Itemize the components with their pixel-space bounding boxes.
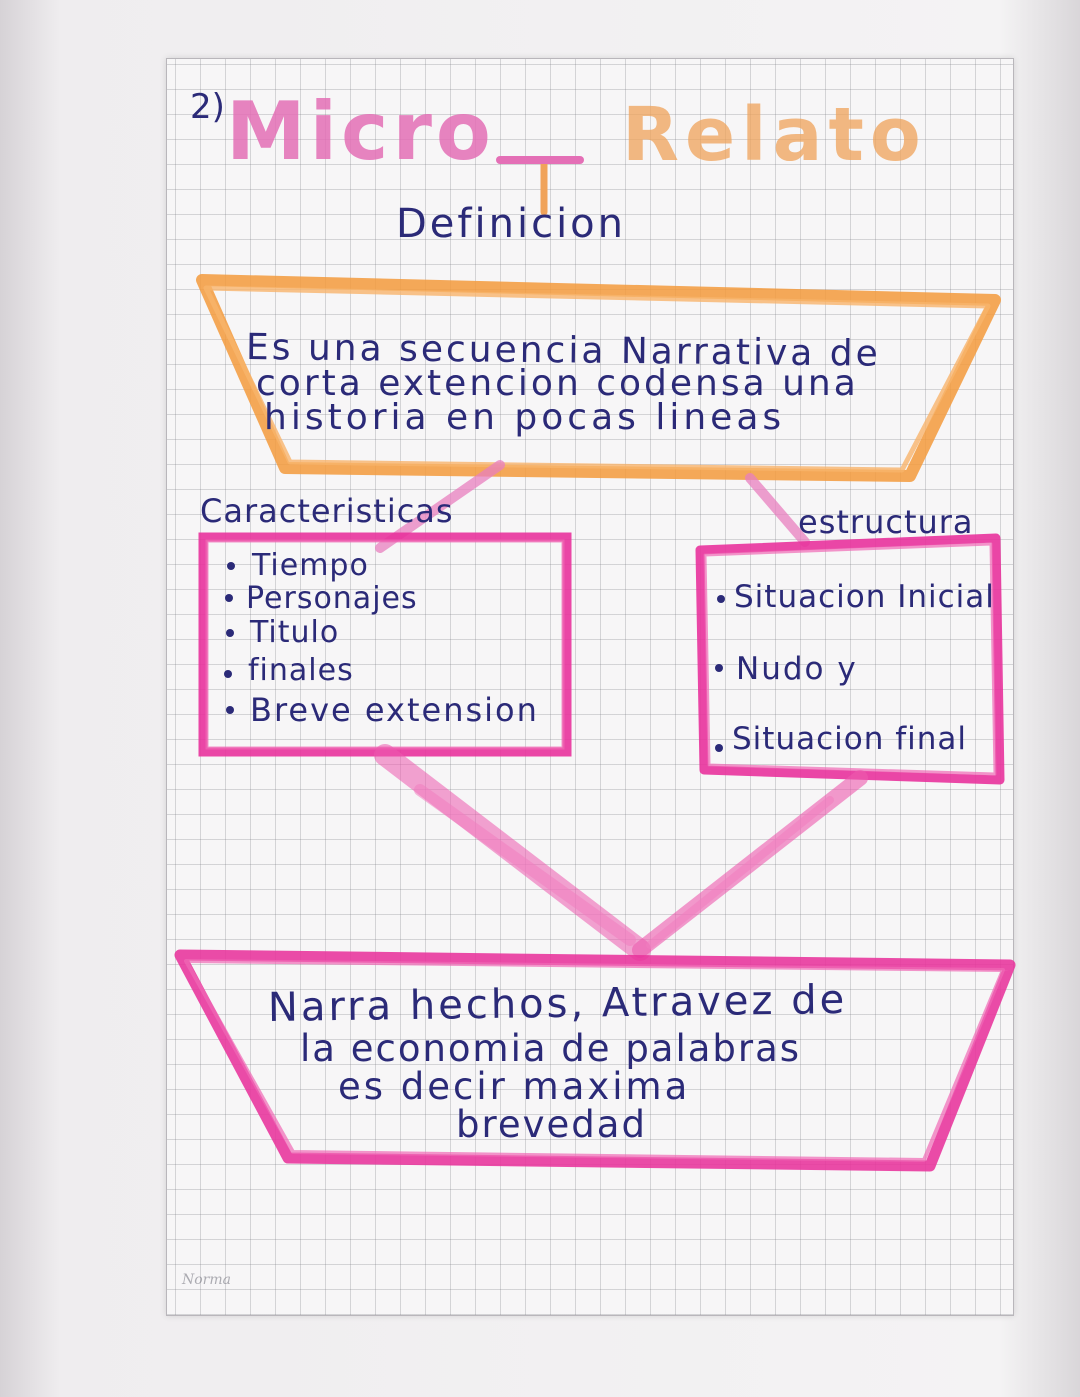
title-micro: Micro	[226, 85, 495, 178]
characteristics-item-1: Tiempo	[252, 548, 369, 583]
characteristics-bullets	[224, 562, 235, 714]
conclusion-line-2: la economia de palabras	[300, 1027, 802, 1070]
conclusion-line-4: brevedad	[456, 1103, 647, 1146]
structure-bullets	[715, 595, 725, 752]
structure-item-2: Nudo y	[736, 651, 858, 687]
converging-connectors	[374, 744, 868, 961]
characteristics-item-3: Titulo	[250, 615, 340, 650]
conclusion-frame	[174, 949, 1016, 1172]
structure-heading: estructura	[798, 503, 974, 541]
conclusion-line-1: Narra hechos, Atravez de	[267, 976, 848, 1031]
definition-line-2: corta extencion codensa una	[256, 363, 859, 404]
title-relato: Relato	[622, 92, 927, 178]
conclusion-line-3: es decir maxima	[338, 1065, 691, 1108]
structure-item-1: Situacion Inicial	[734, 579, 995, 615]
question-number: 2)	[190, 87, 225, 127]
characteristics-item-5: Breve extension	[250, 691, 539, 729]
notebook-page	[166, 58, 1014, 1316]
connector-to-structure	[745, 473, 810, 547]
characteristics-heading: Caracteristicas	[200, 492, 454, 530]
definition-frame	[196, 274, 1001, 482]
subtitle-definicion: Definicion	[396, 201, 626, 247]
structure-item-3: Situacion final	[732, 721, 967, 757]
definition-line-3: historia en pocas lineas	[264, 397, 786, 438]
characteristics-item-2: Personajes	[246, 581, 418, 616]
notebook-brand-logo: Norma	[182, 1272, 231, 1288]
characteristics-item-4: finales	[248, 653, 354, 688]
structure-box	[695, 533, 1005, 785]
